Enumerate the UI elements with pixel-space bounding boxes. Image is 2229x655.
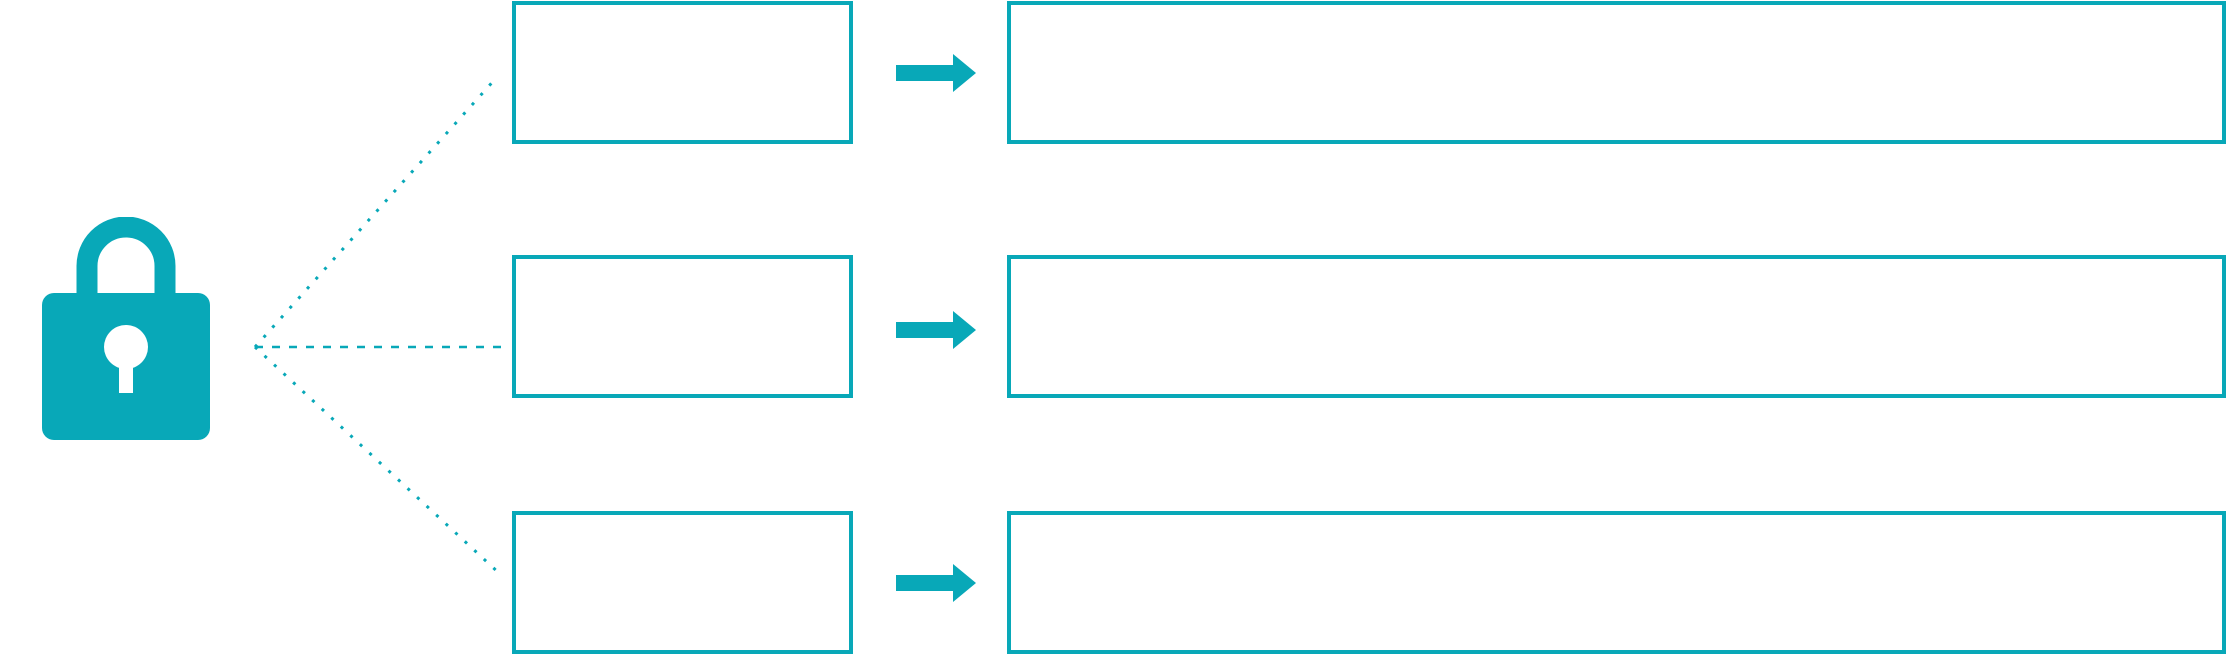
branch-box-3-label (516, 515, 849, 650)
arrow-shape (896, 54, 976, 92)
branch-box-1-label (516, 5, 849, 140)
detail-box-1 (1007, 1, 2226, 144)
detail-box-3 (1007, 511, 2226, 654)
detail-box-1-label (1011, 5, 2222, 140)
branch-box-2 (512, 255, 853, 398)
detail-box-2 (1007, 255, 2226, 398)
branch-box-3 (512, 511, 853, 654)
connector-top-line (253, 75, 499, 349)
lock-keyhole-stem (119, 347, 133, 393)
lock-shackle (76, 217, 176, 301)
arrow-right-icon-2 (896, 311, 976, 349)
detail-box-2-label (1011, 259, 2222, 394)
arrow-right-icon-1 (896, 54, 976, 92)
detail-box-3-label (1011, 515, 2222, 650)
branch-box-2-label (516, 259, 849, 394)
arrow-shape (896, 311, 976, 349)
branch-box-1 (512, 1, 853, 144)
arrow-right-icon-3 (896, 564, 976, 602)
connector-bottom-line (253, 345, 502, 576)
arrow-shape (896, 564, 976, 602)
lock-icon (42, 217, 210, 440)
